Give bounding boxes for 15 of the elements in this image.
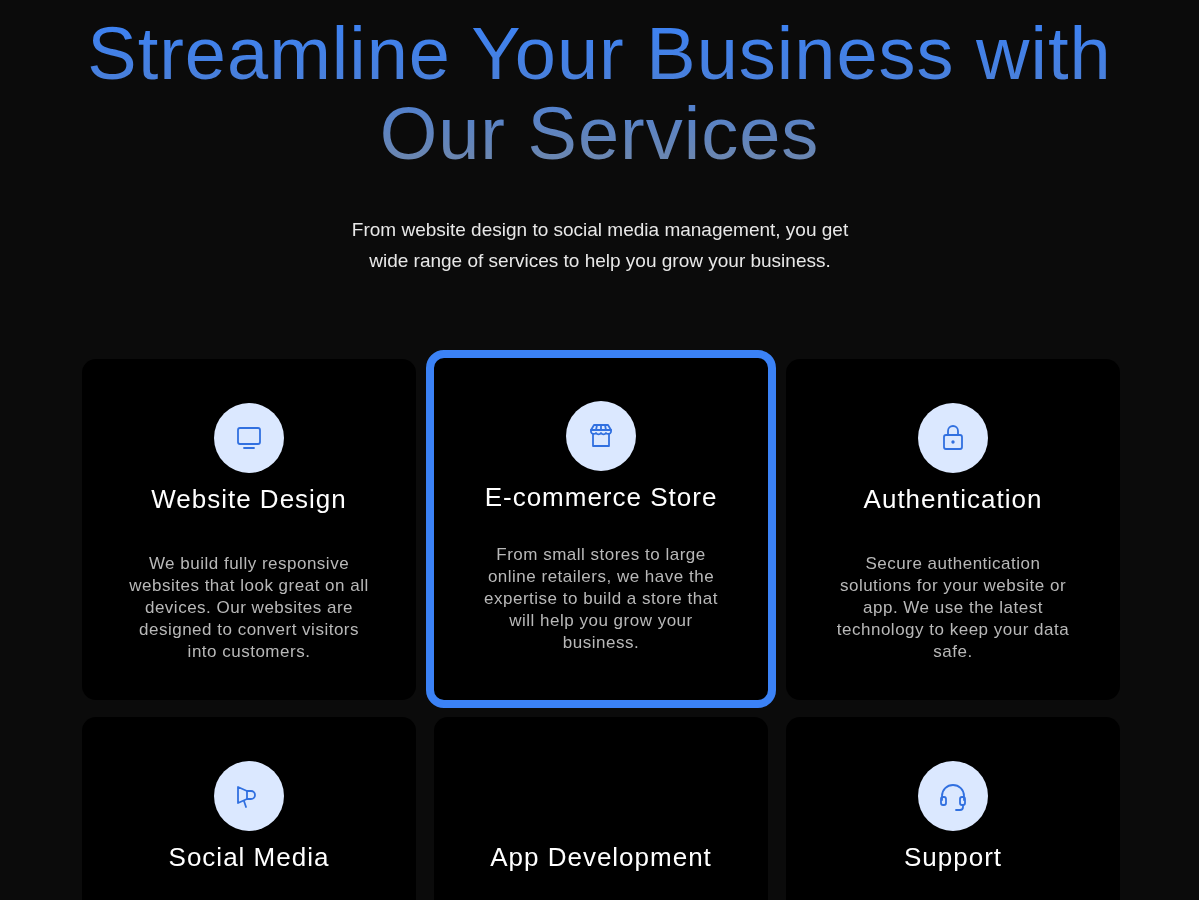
service-card [786,717,1120,900]
card-title: Support [902,842,1004,873]
card-title: E-commerce Store [483,482,719,513]
card-description: From small stores to large online retailers, we have the expertise to build a store that will help you grow your business. [483,544,719,654]
card-title: Website Design [150,484,348,515]
service-card [82,359,416,700]
card-description: We build fully responsive websites that look great on all devices. Our websites are designed to convert visitors into customers. [128,553,370,663]
service-card [82,717,416,900]
card-title: Social Media [167,842,331,873]
service-card [786,359,1120,700]
highlighted-service-card [426,350,776,708]
intro-paragraph: From website design to social media management, you get wide range of services to help you grow your business. [350,218,850,273]
card-title: App Development [489,842,713,873]
card-description: Secure authentication solutions for your website or app. We use the latest technology to keep your data safe. [835,553,1071,663]
card-title: Authentication [862,484,1044,515]
